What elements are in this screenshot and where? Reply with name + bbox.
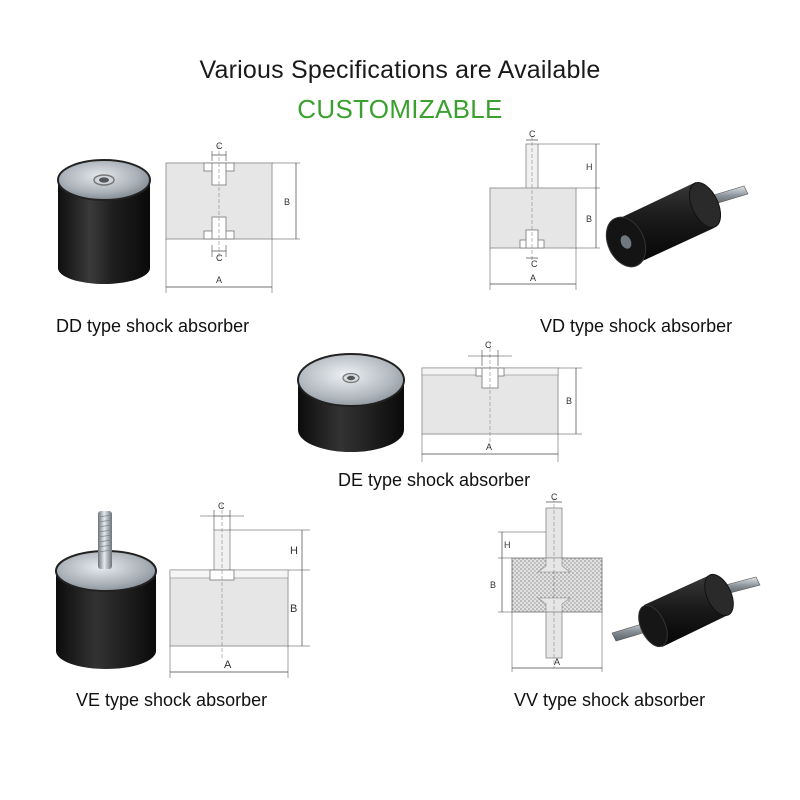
vv-dim-b: B — [490, 580, 496, 590]
vd-dim-c-top: C — [529, 129, 536, 139]
de-product-photo — [297, 353, 405, 452]
de-dim-a: A — [486, 442, 492, 452]
vd-technical-drawing: C H B C A — [489, 129, 600, 290]
dd-type-label: DD type shock absorber — [56, 316, 250, 336]
vv-product-photo — [611, 573, 761, 648]
dd-technical-drawing: C B C A — [165, 141, 300, 293]
vd-dim-h: H — [586, 162, 593, 172]
dd-dim-c-top: C — [216, 141, 223, 151]
vd-dim-a: A — [530, 273, 536, 283]
ve-type-label: VE type shock absorber — [76, 690, 268, 710]
vv-technical-drawing: C H B A — [490, 492, 603, 672]
de-type-label: DE type shock absorber — [338, 470, 531, 490]
vd-product-photo — [605, 182, 749, 268]
ve-dim-b: B — [290, 603, 297, 615]
dd-product-photo — [57, 159, 151, 284]
dd-dim-b: B — [284, 197, 290, 207]
de-dim-b: B — [566, 396, 572, 406]
ve-dim-c: C — [218, 501, 225, 511]
vd-type-label: VD type shock absorber — [540, 316, 733, 336]
vv-type-label: VV type shock absorber — [514, 690, 706, 710]
dd-dim-c-bottom: C — [216, 253, 223, 263]
vd-dim-b: B — [586, 214, 592, 224]
vv-dim-h: H — [504, 540, 511, 550]
vv-dim-c: C — [551, 492, 558, 502]
ve-dim-a: A — [224, 659, 232, 671]
vd-dim-c-bottom: C — [531, 259, 538, 269]
vv-dim-a: A — [554, 657, 560, 667]
de-dim-c: C — [485, 340, 492, 350]
de-technical-drawing: C B A — [421, 340, 582, 462]
ve-dim-h: H — [290, 545, 298, 557]
ve-product-photo — [55, 511, 157, 669]
ve-technical-drawing: C H B A — [169, 501, 310, 678]
page-subtitle: CUSTOMIZABLE — [297, 94, 503, 124]
page-title: Various Specifications are Available — [199, 56, 601, 84]
dd-dim-a: A — [216, 275, 222, 285]
